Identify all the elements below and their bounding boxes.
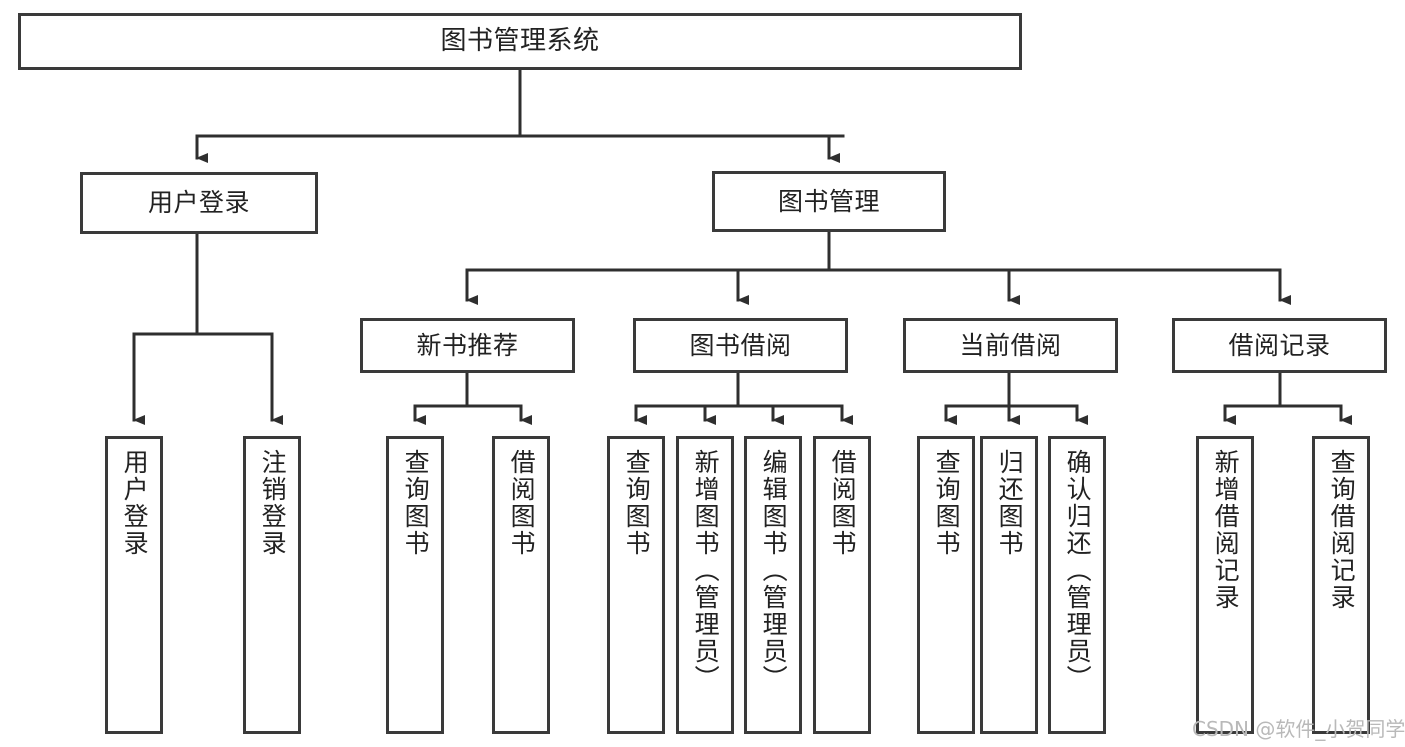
node-label: 查询借阅记录 <box>1327 449 1357 611</box>
node-label: 当前借阅 <box>959 330 1062 360</box>
csdn-watermark: CSDN @软件_小贺同学 <box>1192 717 1405 741</box>
node-label: 借阅记录 <box>1228 330 1331 360</box>
node-book-borrow[interactable]: 图书借阅 <box>633 318 848 373</box>
node-label: 图书管理 <box>777 186 880 216</box>
node-leaf-query-book-borrow[interactable]: 查询图书 <box>607 436 665 734</box>
node-leaf-borrow-book-recommend[interactable]: 借阅图书 <box>492 436 550 734</box>
node-label: 图书管理系统 <box>440 26 600 57</box>
node-label: 注销登录 <box>258 449 288 557</box>
node-leaf-query-book-recommend[interactable]: 查询图书 <box>386 436 444 734</box>
node-label: 查询图书 <box>401 449 431 557</box>
node-current-borrow[interactable]: 当前借阅 <box>903 318 1118 373</box>
node-label: 图书借阅 <box>689 330 792 360</box>
node-label: 归还图书 <box>995 449 1025 557</box>
node-leaf-logout-login[interactable]: 注销登录 <box>243 436 301 734</box>
node-label: 用户登录 <box>120 449 150 557</box>
node-label: 确认归还（管理员） <box>1063 449 1093 692</box>
node-new-book-recommend[interactable]: 新书推荐 <box>360 318 575 373</box>
node-leaf-return-book[interactable]: 归还图书 <box>980 436 1038 734</box>
node-leaf-user-login[interactable]: 用户登录 <box>105 436 163 734</box>
node-label: 查询图书 <box>932 449 962 557</box>
node-label: 新书推荐 <box>416 330 519 360</box>
node-leaf-query-book-current[interactable]: 查询图书 <box>917 436 975 734</box>
node-label: 编辑图书（管理员） <box>759 449 789 692</box>
node-label: 借阅图书 <box>828 449 858 557</box>
node-leaf-confirm-return-admin[interactable]: 确认归还（管理员） <box>1048 436 1106 734</box>
node-book-management[interactable]: 图书管理 <box>712 171 946 232</box>
node-label: 借阅图书 <box>507 449 537 557</box>
node-leaf-add-book-admin[interactable]: 新增图书（管理员） <box>676 436 734 734</box>
node-leaf-borrow-book-borrow[interactable]: 借阅图书 <box>813 436 871 734</box>
node-label: 新增借阅记录 <box>1211 449 1241 611</box>
node-label: 查询图书 <box>622 449 652 557</box>
node-leaf-add-borrow-record[interactable]: 新增借阅记录 <box>1196 436 1254 734</box>
node-root-book-management-system[interactable]: 图书管理系统 <box>18 13 1022 70</box>
node-leaf-edit-book-admin[interactable]: 编辑图书（管理员） <box>744 436 802 734</box>
node-label: 新增图书（管理员） <box>691 449 721 692</box>
node-leaf-query-borrow-record[interactable]: 查询借阅记录 <box>1312 436 1370 734</box>
node-user-login[interactable]: 用户登录 <box>80 172 318 234</box>
node-borrow-record[interactable]: 借阅记录 <box>1172 318 1387 373</box>
node-label: 用户登录 <box>147 188 250 218</box>
